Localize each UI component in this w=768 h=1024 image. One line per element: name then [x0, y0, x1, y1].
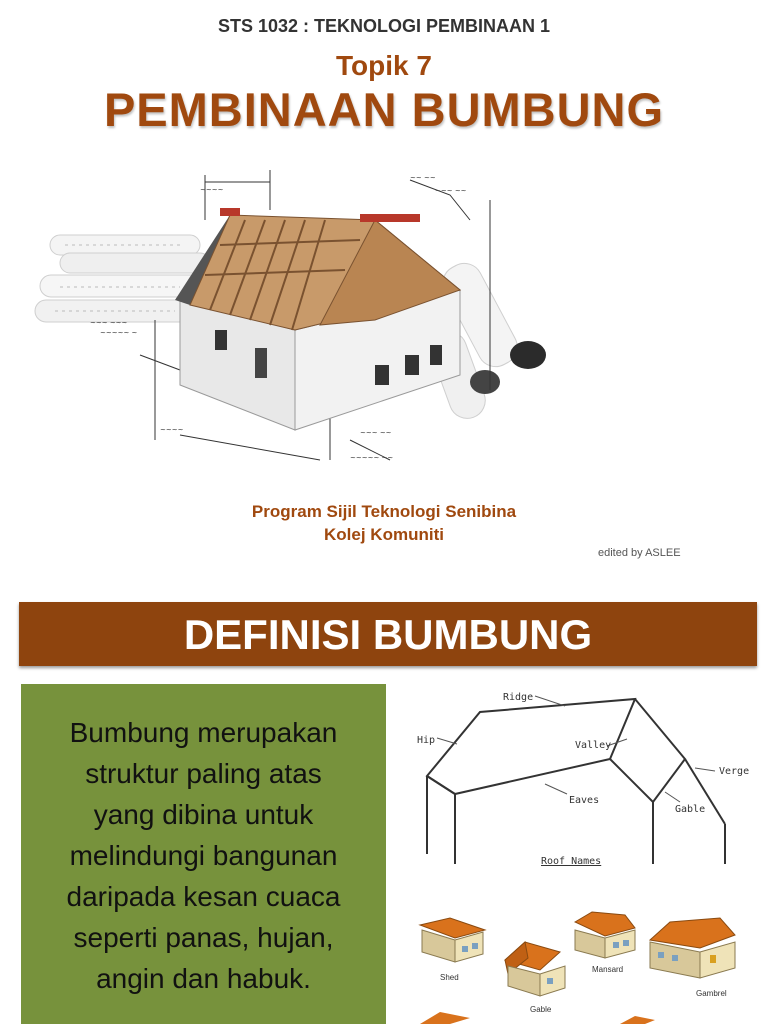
gambrel-roof-house: Gambrel	[648, 917, 736, 998]
section-title: DEFINISI BUMBUNG	[183, 611, 593, 658]
definition-line: Bumbung merupakan	[69, 717, 338, 748]
svg-text:~~~ ~~: ~~~ ~~	[435, 187, 467, 195]
mansard-roof-house: Mansard	[573, 911, 636, 974]
definition-text: Bumbung merupakan struktur paling atas y…	[27, 712, 380, 999]
roof-names-diagram: Ridge Hip Valley Verge Eaves Gable Roof …	[417, 692, 749, 867]
house-sketch-illustration: ~~ ~~ ~~~ ~~ ~~~~ ~~~ ~~~ ~~~~~ ~ ~~~~ ~…	[34, 170, 546, 462]
gable-roof-house: Gable	[503, 941, 566, 1014]
svg-text:~~~~: ~~~~	[200, 186, 224, 194]
label-mansard: Mansard	[592, 965, 623, 974]
svg-text:~~~~~ ~: ~~~~~ ~	[100, 329, 138, 337]
roof-rafters	[204, 219, 361, 331]
svg-text:~~~~: ~~~~	[160, 426, 184, 434]
label-gable: Gable	[675, 804, 705, 815]
definition-line: yang dibina untuk	[93, 799, 314, 830]
topic-number: Topik 7	[336, 50, 432, 81]
program-name: Program Sijil Teknologi Senibina	[251, 502, 517, 521]
label-eaves: Eaves	[569, 795, 599, 806]
definition-box: Bumbung merupakan struktur paling atas y…	[21, 684, 386, 1024]
diagram-caption: Roof Names	[541, 856, 601, 867]
definition-line: seperti panas, hujan,	[73, 922, 334, 953]
label-verge: Verge	[719, 766, 749, 777]
definition-line: angin dan habuk.	[96, 963, 311, 994]
label-gable-type: Gable	[530, 1005, 552, 1014]
label-shed: Shed	[440, 973, 459, 982]
program-info: Program Sijil Teknologi Senibina Kolej K…	[0, 500, 768, 546]
sketch-annotations: ~~ ~~ ~~~ ~~ ~~~~ ~~~ ~~~ ~~~~~ ~ ~~~~ ~…	[90, 174, 467, 462]
title-slide: STS 1032 : TEKNOLOGI PEMBINAAN 1 Topik 7…	[0, 16, 768, 559]
definition-line: struktur paling atas	[85, 758, 322, 789]
course-code: STS 1032 : TEKNOLOGI PEMBINAAN 1	[217, 16, 551, 36]
definition-line: melindungi bangunan	[69, 840, 338, 871]
definition-slide: DEFINISI BUMBUNG Bumbung merupakan struk…	[0, 600, 768, 1024]
svg-text:~~~ ~~~: ~~~ ~~~	[90, 319, 128, 327]
slide-title: PEMBINAAN BUMBUNG	[103, 83, 665, 136]
svg-text:~~ ~~: ~~ ~~	[410, 174, 436, 182]
edited-by-credit: edited by ASLEE	[598, 547, 681, 559]
label-gambrel: Gambrel	[696, 989, 727, 998]
section-banner: DEFINISI BUMBUNG	[19, 602, 757, 666]
svg-text:~~~~~ ~~: ~~~~~ ~~	[350, 454, 393, 462]
sketch-dimension-lines	[139, 170, 491, 461]
label-ridge: Ridge	[503, 692, 533, 703]
college-name: Kolej Komuniti	[324, 525, 444, 544]
label-valley: Valley	[575, 740, 611, 751]
slide-divider	[0, 585, 768, 599]
definition-line: daripada kesan cuaca	[66, 881, 341, 912]
roof-types-illustration: Shed Gable Mansard Gambre	[418, 911, 736, 1024]
shed-roof-house: Shed	[418, 917, 487, 982]
label-hip: Hip	[417, 735, 435, 746]
svg-text:~~~ ~~: ~~~ ~~	[360, 429, 392, 437]
